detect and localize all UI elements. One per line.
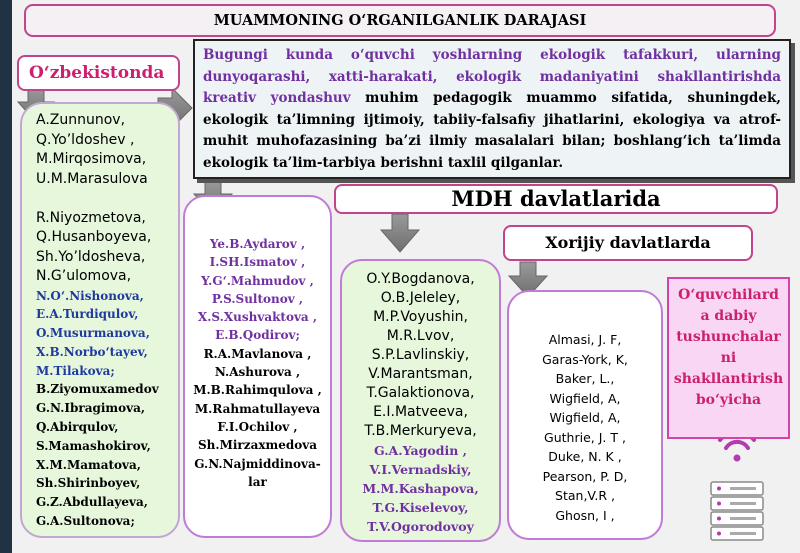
- list-item: Sh.Yo’ldosheva,: [36, 248, 146, 265]
- list-item: E.B.Qodirov;: [215, 328, 300, 343]
- list-item: G.Z.Abdullayeva,: [36, 495, 148, 510]
- list-item: T.V.Ogorodovoy: [367, 519, 474, 534]
- list-item: Ye.B.Aydarov ,: [209, 237, 306, 251]
- note-line: ni: [720, 350, 737, 366]
- mdh-authors-box: O.Y.Bogdanova, O.B.Jeleley, M.P.Voyushin…: [340, 259, 501, 542]
- list-item: Sh.Mirzaxmedova: [198, 438, 317, 453]
- list-item: B.Ziyomuxamedov: [36, 382, 159, 397]
- list-item: Baker, L.,: [555, 371, 615, 386]
- list-item: G.A.Yagodin ,: [373, 443, 468, 458]
- list-item: G.N.Najmiddinova-: [194, 456, 321, 471]
- intro-highlight: Bugungi kunda o‘quvchi yoshlarning ekolo…: [203, 47, 781, 106]
- note-line: bo‘yicha: [695, 392, 762, 408]
- list-item: Y.G‘.Mahmudov ,: [201, 273, 314, 288]
- list-item: X.M.Mamatova,: [36, 457, 141, 472]
- list-item: Stan,V.R ,: [555, 488, 615, 503]
- list-item: [36, 189, 178, 209]
- uzbekistan-label: O‘zbekistonda: [17, 55, 180, 91]
- list-item: A.Zunnunov,: [36, 112, 126, 128]
- uzbekistan-authors-box: A.Zunnunov, Q.Yo’ldoshev , M.Mirqosimova…: [20, 102, 180, 538]
- list-item: S.Mamashokirov,: [36, 438, 151, 453]
- note-line: a dabiy: [700, 308, 757, 324]
- list-item: E.I.Matveeva,: [373, 404, 468, 420]
- list-item: M.Mirqosimova,: [36, 151, 147, 167]
- list-item: M.Rahmatullayeva: [194, 401, 321, 416]
- list-item: O.B.Jeleley,: [380, 290, 461, 306]
- intro-paragraph: Bugungi kunda o‘quvchi yoshlarning ekolo…: [193, 39, 791, 179]
- list-item: E.A.Turdiqulov,: [36, 307, 139, 322]
- list-item: O.Y.Bogdanova,: [366, 271, 475, 287]
- list-item: S.P.Lavlinskiy,: [371, 347, 470, 363]
- list-item: Sh.Shirinboyev,: [36, 476, 141, 491]
- down-arrow-icon: [507, 261, 549, 298]
- list-item: T.G.Kiselevoy,: [372, 500, 469, 515]
- list-item: I.SH.Ismatov ,: [209, 255, 306, 270]
- list-item: N.G’ulomova,: [36, 268, 132, 284]
- list-item: V.Marantsman,: [368, 366, 473, 382]
- list-item: Garas-York, K,: [542, 351, 628, 367]
- foreign-authors-box: Almasi, J. F, Garas-York, K, Baker, L., …: [507, 290, 663, 540]
- slide-title: MUAMMONING O‘RGANILGANLIK DARAJASI: [24, 4, 776, 37]
- list-item: Wigfield, A,: [549, 390, 621, 406]
- list-item: Almasi, J. F,: [548, 332, 622, 347]
- list-item: M.R.Lvov,: [386, 328, 455, 344]
- list-item: Wigfield, A,: [549, 410, 621, 425]
- list-item: X.B.Norbo‘tayev,: [36, 344, 148, 359]
- list-item: U.M.Marasulova: [36, 170, 148, 187]
- list-item: O.Musurmanova,: [36, 326, 150, 341]
- list-item: R.Niyozmetova,: [36, 209, 146, 226]
- note-line: tushunchalar: [676, 329, 781, 345]
- list-item: Q.Yo’ldoshev ,: [36, 131, 135, 148]
- list-item: Duke, N. K ,: [548, 449, 622, 464]
- list-item: V.I.Vernadskiy,: [369, 462, 472, 477]
- server-rack-icon: [710, 481, 764, 541]
- uzbekistan-authors-box-2: Ye.B.Aydarov , I.SH.Ismatov , Y.G‘.Mahmu…: [183, 195, 332, 538]
- topic-note-box: O‘quvchilard a dabiy tushunchalar ni sha…: [667, 277, 790, 439]
- list-item: T.Galaktionova,: [366, 385, 475, 401]
- list-item: Pearson, P. D,: [542, 468, 628, 484]
- list-item: M.Tilakova;: [36, 363, 115, 378]
- note-line: shakllantirish: [673, 371, 784, 387]
- list-item: T.B.Merkuryeva,: [364, 423, 477, 439]
- list-item: M.M.Kashapova,: [362, 481, 479, 496]
- list-item: R.A.Mavlanova ,: [203, 346, 312, 361]
- list-item: F.I.Ochilov ,: [217, 419, 298, 434]
- list-item: N.O‘.Nishonova,: [36, 288, 144, 303]
- down-arrow-icon: [379, 213, 421, 253]
- list-item: Q.Abirqulov,: [36, 420, 119, 435]
- left-edge-stripe: [0, 0, 12, 553]
- intro-rest: muhim pedagogik muammo sifatida, shuning…: [203, 90, 782, 171]
- list-item: P.S.Sultonov ,: [211, 291, 304, 306]
- list-item: Guthrie, J. T ,: [544, 429, 626, 445]
- list-item: M.B.Rahimqulova ,: [193, 383, 322, 398]
- mdh-label: MDH davlatlarida: [334, 184, 778, 214]
- list-item: G.N.Ibragimova,: [36, 401, 146, 416]
- list-item: Q.Husanboyeva,: [36, 229, 152, 245]
- list-item: M.P.Voyushin,: [373, 309, 468, 325]
- note-line: O‘quvchilard: [678, 287, 779, 303]
- list-item: X.S.Xushvaktova ,: [197, 310, 318, 325]
- list-item: N.Ashurova ,: [214, 365, 301, 380]
- foreign-label: Xorijiy davlatlarda: [503, 225, 753, 261]
- list-item: Ghosn, I ,: [555, 507, 615, 523]
- list-item: lar: [248, 474, 267, 489]
- list-item: G.A.Sultonova;: [36, 514, 135, 529]
